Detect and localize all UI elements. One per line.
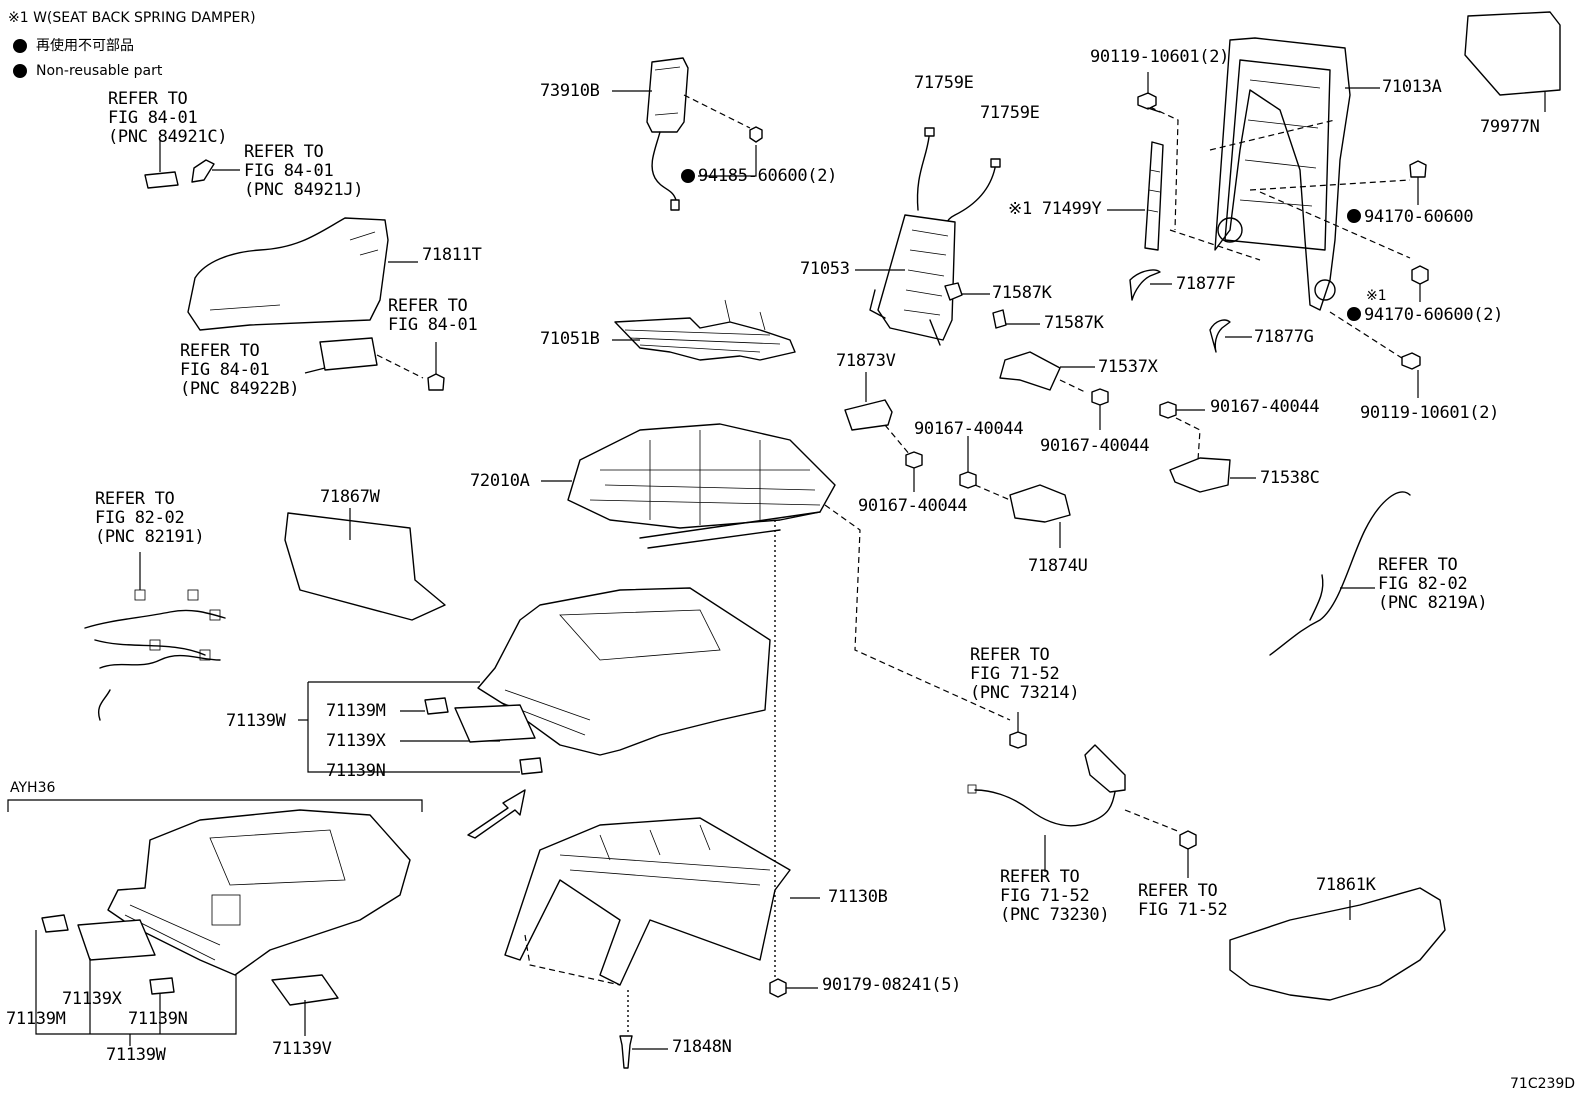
label-72010a: 72010A bbox=[470, 471, 530, 491]
belt-buckle-drawing bbox=[967, 712, 1197, 878]
wire-harness-right bbox=[1269, 491, 1411, 656]
bolt-90167-a bbox=[905, 451, 923, 469]
label-90167-40044-a: 90167-40044 bbox=[1210, 397, 1320, 417]
label-ayh36-71139x: 71139X bbox=[62, 989, 122, 1009]
side-cover-drawing bbox=[144, 140, 445, 391]
label-71537x: 71537X bbox=[1098, 357, 1158, 377]
lumbar-support-drawing bbox=[855, 127, 1001, 346]
label-71877g: 71877G bbox=[1254, 327, 1314, 347]
airbag-module-drawing bbox=[612, 57, 763, 211]
bracket-71874u bbox=[1009, 484, 1071, 523]
seat-back-frame-drawing bbox=[1149, 37, 1411, 311]
label-71139w: 71139W bbox=[226, 711, 286, 731]
label-90179-08241: 90179-08241(5) bbox=[822, 975, 962, 995]
label-71874u: 71874U bbox=[1028, 556, 1088, 576]
label-71499y: ※1 71499Y bbox=[1008, 199, 1102, 219]
legend-note: ※1 W(SEAT BACK SPRING DAMPER) bbox=[8, 10, 256, 26]
label-71587k-a: 71587K bbox=[992, 283, 1052, 303]
bolt-90119-lower bbox=[1401, 352, 1421, 370]
figure-code: 71C239D bbox=[1510, 1076, 1576, 1092]
seat-spring-drawing bbox=[612, 299, 796, 361]
cover-71877f bbox=[1129, 269, 1161, 301]
variant-label: AYH36 bbox=[10, 780, 56, 796]
legend-non-reusable-jp: 再使用不可部品 bbox=[36, 38, 134, 54]
ref-fig-84-01: REFER TO FIG 84-01 bbox=[388, 296, 478, 335]
label-ayh36-71139v: 71139V bbox=[272, 1039, 332, 1059]
label-ayh36-71139n: 71139N bbox=[128, 1009, 188, 1029]
seat-frame-drawing bbox=[504, 817, 820, 1069]
ref-fig-82-02-8219a: REFER TO FIG 82-02 (PNC 8219A) bbox=[1378, 555, 1488, 613]
ref-fig-84-01-84921j: REFER TO FIG 84-01 (PNC 84921J) bbox=[244, 142, 364, 200]
bolt-90167-b bbox=[1091, 388, 1109, 406]
label-90167-40044-b: 90167-40044 bbox=[914, 419, 1024, 439]
label-94170-note-mark: ※1 bbox=[1366, 288, 1387, 304]
label-71139n: 71139N bbox=[326, 761, 386, 781]
bolt-90167-c bbox=[959, 471, 977, 489]
label-79977n: 79977N bbox=[1480, 117, 1540, 137]
label-71051b: 71051B bbox=[540, 329, 600, 349]
label-90167-40044-c: 90167-40044 bbox=[1040, 436, 1150, 456]
ref-fig-71-52-73214: REFER TO FIG 71-52 (PNC 73214) bbox=[970, 645, 1080, 703]
seat-track-drawing bbox=[541, 423, 1011, 980]
legend-non-reusable-en: Non-reusable part bbox=[36, 63, 163, 79]
bolt-90119-upper bbox=[1137, 92, 1157, 110]
label-71861k: 71861K bbox=[1316, 875, 1376, 895]
label-90167-40044-d: 90167-40044 bbox=[858, 496, 968, 516]
clip-71587k-a bbox=[944, 282, 963, 301]
wire-harness-left bbox=[84, 552, 226, 721]
label-71848n: 71848N bbox=[672, 1037, 732, 1057]
label-71759e-b: 71759E bbox=[980, 103, 1040, 123]
legend-dot-jp bbox=[13, 39, 27, 53]
label-ayh36-71139w: 71139W bbox=[106, 1045, 166, 1065]
bracket-71873v bbox=[844, 399, 893, 431]
ref-fig-71-52-73230: REFER TO FIG 71-52 (PNC 73230) bbox=[1000, 867, 1110, 925]
panel-71867w bbox=[284, 512, 446, 621]
spring-damper-drawing bbox=[1107, 141, 1164, 251]
pad-79977n bbox=[1464, 11, 1561, 96]
direction-arrow bbox=[467, 789, 526, 839]
ref-fig-71-52: REFER TO FIG 71-52 bbox=[1138, 881, 1228, 920]
label-71139x: 71139X bbox=[326, 731, 386, 751]
nut-94170-a bbox=[1409, 160, 1427, 178]
label-71867w: 71867W bbox=[320, 487, 380, 507]
label-94170-60600-a: 94170-60600 bbox=[1364, 207, 1474, 227]
ref-fig-84-01-84922b: REFER TO FIG 84-01 (PNC 84922B) bbox=[180, 341, 300, 399]
label-71538c: 71538C bbox=[1260, 468, 1320, 488]
label-71053: 71053 bbox=[800, 259, 850, 279]
legend-dot-en bbox=[13, 64, 27, 78]
label-ayh36-71139m: 71139M bbox=[6, 1009, 66, 1029]
cover-71861k bbox=[1229, 887, 1446, 1001]
bolt-90167-d bbox=[1159, 401, 1177, 419]
variant-bracket bbox=[7, 799, 423, 812]
nut-94170-b bbox=[1411, 265, 1429, 285]
ref-fig-82-02-82191: REFER TO FIG 82-02 (PNC 82191) bbox=[95, 489, 205, 547]
label-71587k-b: 71587K bbox=[1044, 313, 1104, 333]
ref-fig-84-01-84921c: REFER TO FIG 84-01 (PNC 84921C) bbox=[108, 89, 228, 147]
label-71759e-a: 71759E bbox=[914, 73, 974, 93]
lower-cover-lower-drawing bbox=[35, 809, 411, 1046]
bracket-71538c bbox=[1169, 457, 1231, 493]
label-71873v: 71873V bbox=[836, 351, 896, 371]
label-73910b: 73910B bbox=[540, 81, 600, 101]
label-71139m: 71139M bbox=[326, 701, 386, 721]
label-94170-60600-b: 94170-60600(2) bbox=[1364, 305, 1504, 325]
label-71013a: 71013A bbox=[1382, 77, 1442, 97]
clip-71587k-b bbox=[992, 309, 1007, 329]
label-90119-10601-a: 90119-10601(2) bbox=[1090, 47, 1230, 67]
lower-cover-upper-drawing bbox=[298, 587, 771, 775]
label-71130b: 71130B bbox=[828, 887, 888, 907]
label-94185-60600: 94185-60600(2) bbox=[698, 166, 838, 186]
label-71811t: 71811T bbox=[422, 245, 482, 265]
label-71877f: 71877F bbox=[1176, 274, 1236, 294]
cover-71877g bbox=[1209, 319, 1231, 353]
label-90119-10601-b: 90119-10601(2) bbox=[1360, 403, 1500, 423]
bracket-71537x bbox=[999, 351, 1061, 391]
